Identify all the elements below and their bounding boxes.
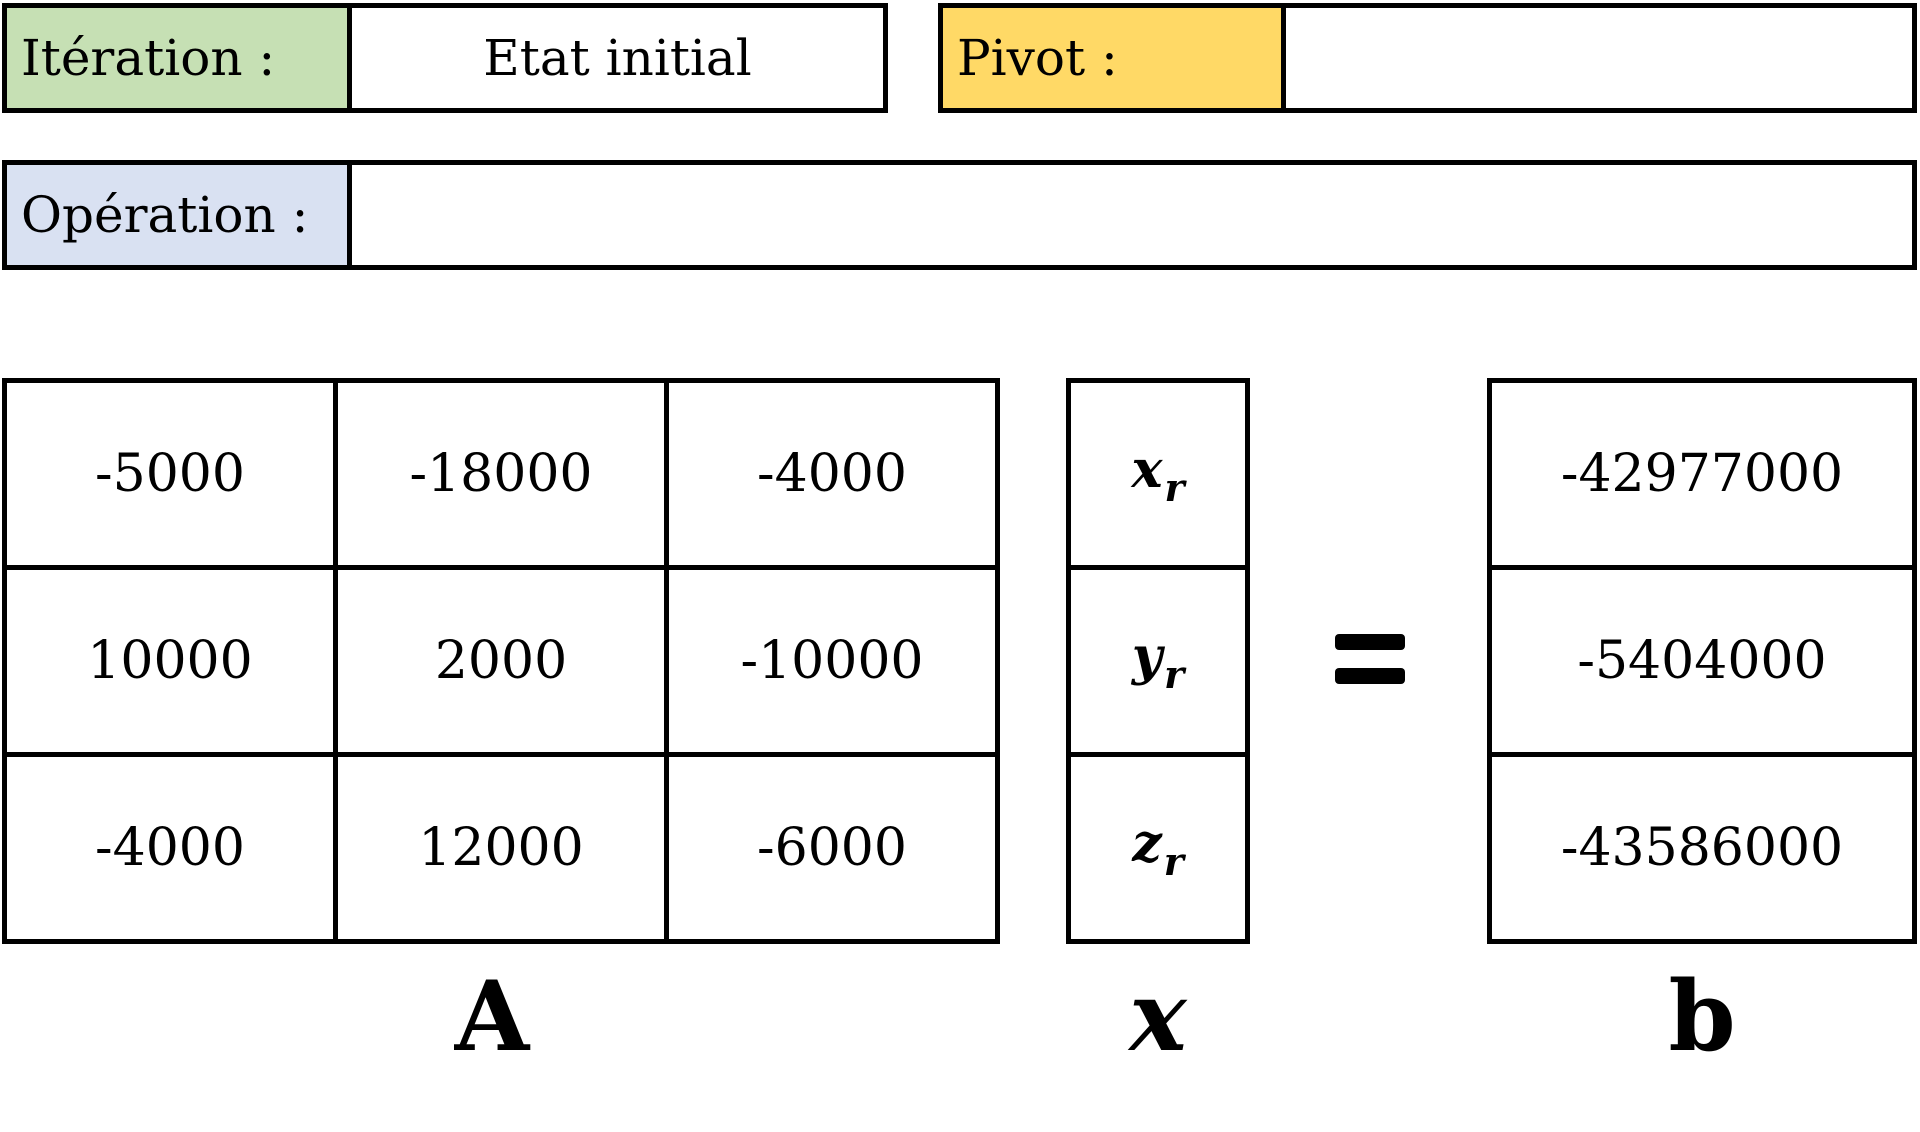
variable-symbol: xr (1131, 438, 1184, 510)
variable-subscript: r (1164, 464, 1185, 510)
vector-x-name: x (1129, 960, 1187, 1073)
iteration-label: Itération : (7, 8, 352, 108)
matrix-a-cell: -4000 (2, 752, 338, 944)
equals-bar-bottom (1335, 668, 1405, 684)
matrix-a-cell: -10000 (664, 565, 1000, 757)
iteration-box: Itération : Etat initial (2, 3, 888, 113)
variable-base: x (1131, 438, 1163, 500)
vector-b-cell: -42977000 (1487, 378, 1917, 570)
vector-b: -42977000 -5404000 -43586000 (1487, 378, 1917, 944)
vector-b-row: -42977000 (1487, 378, 1917, 570)
variable-base: y (1131, 625, 1163, 687)
variable-subscript: r (1163, 838, 1184, 884)
matrix-a-row: -5000 -18000 -4000 (2, 378, 1000, 570)
vector-x: xr yr zr (1066, 378, 1250, 944)
pivot-label: Pivot : (943, 8, 1286, 108)
matrix-a-row: -4000 12000 -6000 (2, 752, 1000, 944)
variable-subscript: r (1164, 651, 1185, 697)
vector-b-name: b (1668, 960, 1736, 1073)
vector-x-cell: xr (1066, 378, 1250, 570)
operation-label: Opération : (7, 165, 352, 265)
iteration-value: Etat initial (483, 29, 752, 87)
pivot-value (1286, 8, 1912, 108)
vector-x-cell: zr (1066, 752, 1250, 944)
matrix-a-cell: 10000 (2, 565, 338, 757)
vector-x-cell: yr (1066, 565, 1250, 757)
operation-value (352, 165, 1912, 265)
variable-base: z (1132, 812, 1162, 874)
matrix-a-row: 10000 2000 -10000 (2, 565, 1000, 757)
operation-box: Opération : (2, 160, 1917, 270)
pivot-box: Pivot : (938, 3, 1917, 113)
vector-b-row: -43586000 (1487, 752, 1917, 944)
variable-symbol: yr (1131, 625, 1184, 697)
matrix-a-cell: -4000 (664, 378, 1000, 570)
matrix-a-cell: 2000 (333, 565, 669, 757)
vector-x-row: xr (1066, 378, 1250, 570)
variable-symbol: zr (1132, 812, 1184, 884)
matrix-a-cell: -5000 (2, 378, 338, 570)
matrix-a: -5000 -18000 -4000 10000 2000 -10000 -40… (2, 378, 1000, 944)
vector-b-row: -5404000 (1487, 565, 1917, 757)
vector-x-row: yr (1066, 565, 1250, 757)
matrix-a-name: A (454, 960, 530, 1073)
vector-b-cell: -5404000 (1487, 565, 1917, 757)
matrix-a-cell: -18000 (333, 378, 669, 570)
equals-bar-top (1335, 634, 1405, 650)
vector-b-cell: -43586000 (1487, 752, 1917, 944)
equals-sign (1335, 634, 1405, 684)
vector-x-row: zr (1066, 752, 1250, 944)
matrix-a-cell: 12000 (333, 752, 669, 944)
matrix-a-cell: -6000 (664, 752, 1000, 944)
